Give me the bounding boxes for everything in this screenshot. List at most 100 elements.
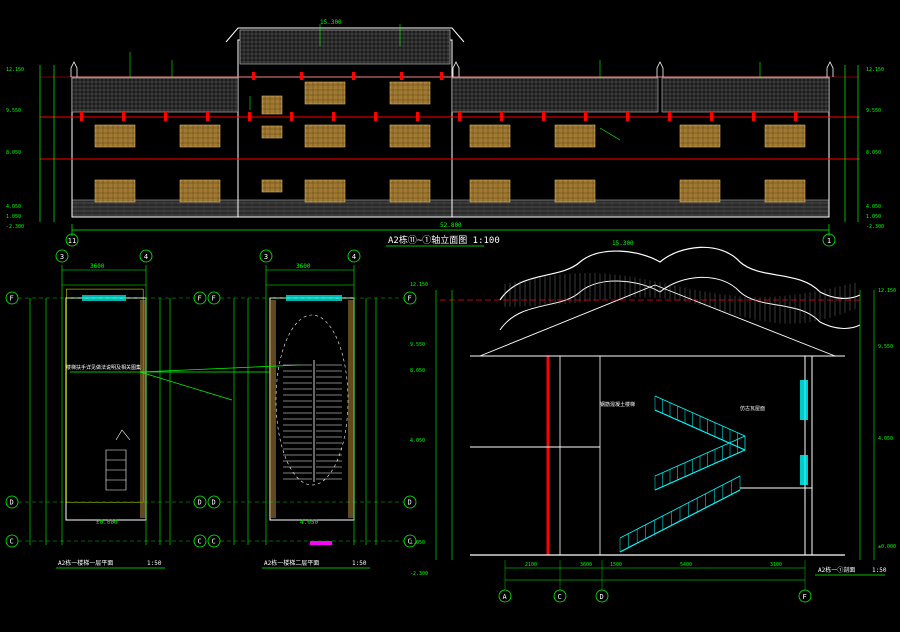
section-level-left: 4.050 xyxy=(410,438,425,444)
elevation-level-right: 4.050 xyxy=(866,204,881,210)
elevation-lattice-windows xyxy=(94,81,806,203)
row-axis-label: F xyxy=(10,295,14,303)
axis-bubble-right xyxy=(822,233,836,247)
lattice-window xyxy=(179,179,221,203)
plan2-wall-hatch-right xyxy=(348,300,354,518)
section-level-left: 12.150 xyxy=(410,282,428,288)
lattice-window xyxy=(389,124,431,148)
section-level-right: 12.150 xyxy=(878,288,896,294)
plan1-scale: 1:50 xyxy=(147,560,162,567)
elevation-level-left: 8.050 xyxy=(6,150,21,156)
section-level-left: 8.050 xyxy=(410,368,425,374)
plan1-title: A2栋一楼梯一层平面 xyxy=(58,559,113,567)
brick-base-courses xyxy=(72,200,829,217)
lattice-window xyxy=(679,179,721,203)
plan1-axis-3: 3 xyxy=(60,253,64,261)
section-dimensions xyxy=(435,290,875,581)
plan2-scale: 1:50 xyxy=(352,560,367,567)
axis-label-right: 1 xyxy=(827,237,831,245)
section-dim-text: 2100 xyxy=(525,562,537,568)
elevation-pinnacles xyxy=(70,61,834,77)
section-rafter-left xyxy=(479,284,656,357)
pinnacle xyxy=(70,61,78,77)
red-bracket xyxy=(416,112,419,121)
pinnacle xyxy=(452,61,460,77)
lattice-window xyxy=(389,81,431,105)
section-dim-text: 1500 xyxy=(610,562,622,568)
central-roof-tiles xyxy=(239,29,451,65)
row-axis-label: C xyxy=(198,538,202,546)
section-top-level: 15.300 xyxy=(612,240,634,247)
elevation-level-right: 9.550 xyxy=(866,108,881,114)
elevation-leaders xyxy=(129,24,761,141)
plan2-axis-3-bubble xyxy=(259,249,273,263)
row-axis-label: C xyxy=(212,538,216,546)
plan1-dimensions xyxy=(29,265,171,545)
elevation-level-left: -2.300 xyxy=(6,224,24,230)
section-rafter-right xyxy=(654,284,836,357)
row-axis-label: D xyxy=(198,499,202,507)
red-bracket xyxy=(440,72,443,80)
section-axis-label: F xyxy=(803,593,807,601)
plan2-title: A2栋一楼梯二层平面 xyxy=(264,559,319,567)
section-stair-flights xyxy=(619,395,746,553)
row-axis-label: F xyxy=(212,295,216,303)
plan1-stair-start xyxy=(105,449,127,491)
plan2-axis-4: 4 xyxy=(352,253,356,261)
lattice-window xyxy=(764,179,806,203)
plans-annotation-text: 楼梯扶手详见做法说明及相关图集 xyxy=(66,364,141,371)
plan1-axis-3-bubble xyxy=(55,249,69,263)
roof-level-text: 15.300 xyxy=(320,19,342,26)
section-window-upper xyxy=(800,380,808,420)
elevation-brick-base xyxy=(71,199,830,218)
lattice-window xyxy=(764,124,806,148)
section-level-left: -2.300 xyxy=(410,571,428,577)
tile-band-mid xyxy=(451,77,659,113)
plan1-top-dim: 3600 xyxy=(90,263,105,270)
row-axis-label: D xyxy=(10,499,14,507)
red-bracket xyxy=(500,112,503,121)
plan2-axis-4-bubble xyxy=(347,249,361,263)
lattice-window xyxy=(179,124,221,148)
section-scale: 1:50 xyxy=(872,567,887,574)
plan1-axis-4: 4 xyxy=(144,253,148,261)
red-bracket xyxy=(752,112,755,121)
elevation-level-right: 8.050 xyxy=(866,150,881,156)
elevation-level-right: 12.150 xyxy=(866,67,884,73)
pinnacle xyxy=(826,61,834,77)
row-axis-label: C xyxy=(10,538,14,546)
row-axis-label: D xyxy=(212,499,216,507)
lattice-window xyxy=(469,179,511,203)
red-bracket xyxy=(290,112,293,121)
lattice-window xyxy=(554,124,596,148)
section-roof-note: 仿古瓦屋面 xyxy=(740,405,765,412)
red-bracket xyxy=(400,72,403,80)
red-bracket xyxy=(122,112,125,121)
section-title: A2栋一①剖面 xyxy=(818,566,855,574)
section-axis-label: D xyxy=(600,593,604,601)
red-bracket xyxy=(252,72,255,80)
section-wavy-roof-bottom xyxy=(499,276,861,331)
plan1-room-level: ±0.000 xyxy=(96,519,118,526)
red-bracket xyxy=(332,112,335,121)
red-bracket xyxy=(584,112,587,121)
lattice-window xyxy=(94,179,136,203)
section-level-right: 9.550 xyxy=(878,344,893,350)
section-roof-tile-pattern xyxy=(504,273,856,324)
lattice-window xyxy=(469,124,511,148)
plans-annotation-leaders xyxy=(70,364,301,401)
section-axis-label: A xyxy=(503,593,508,601)
plan2-stair-well xyxy=(275,314,349,486)
plan2-dimensions xyxy=(233,265,377,545)
lattice-window xyxy=(679,124,721,148)
